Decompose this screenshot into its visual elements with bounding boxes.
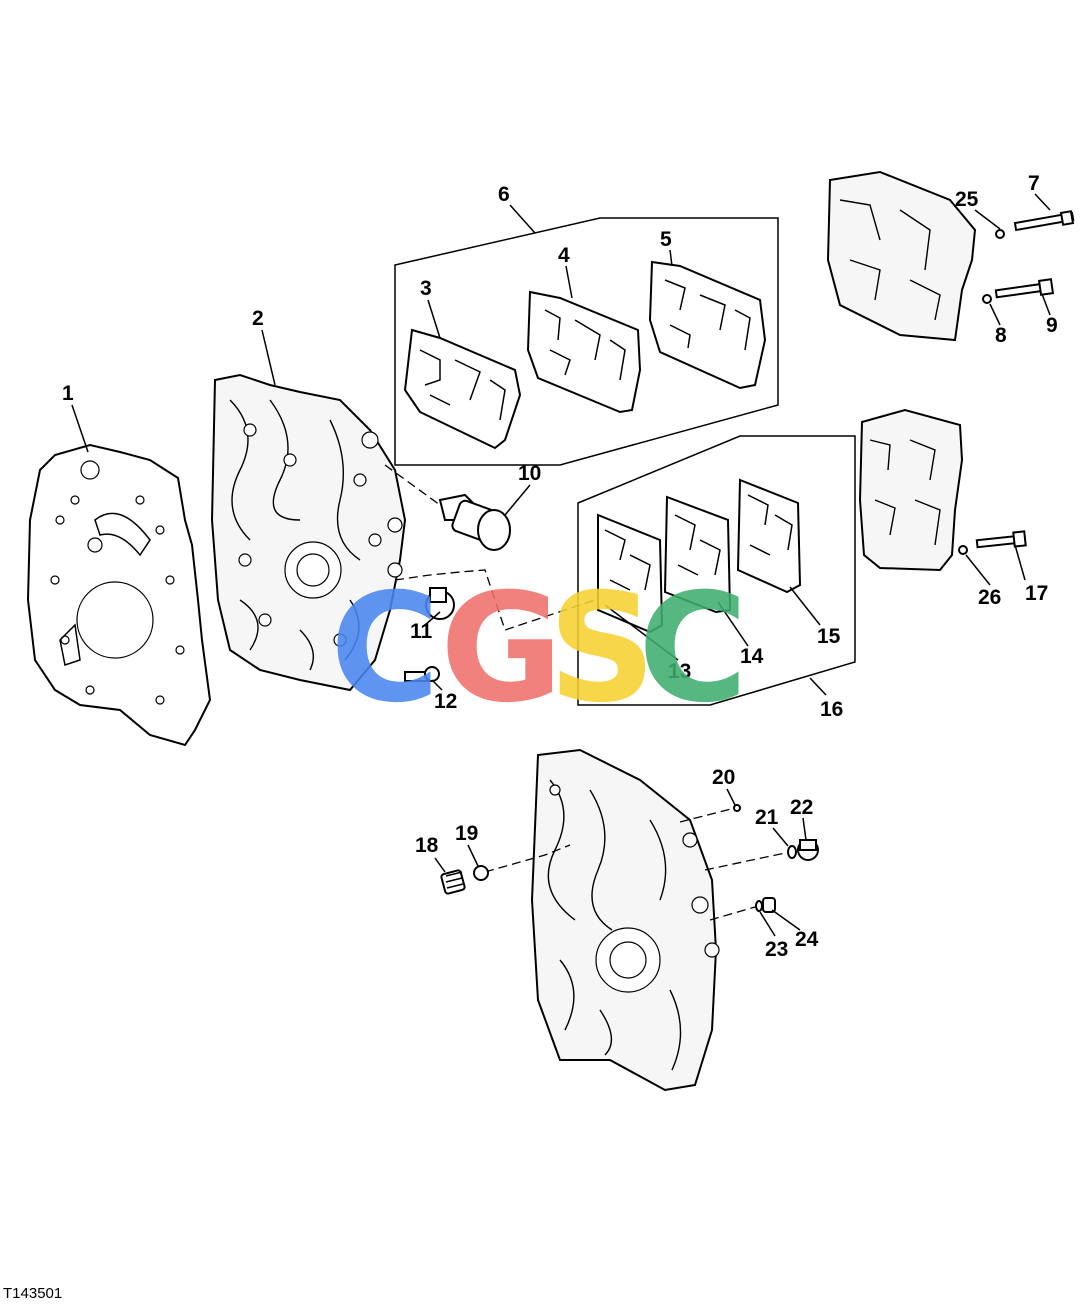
part-19-ball <box>473 844 571 881</box>
callout-14: 14 <box>740 645 764 668</box>
part-14-plate <box>663 495 732 614</box>
watermark: C G S C <box>330 562 748 736</box>
callout-11: 11 <box>410 620 433 643</box>
kit-16-box <box>577 435 856 706</box>
callout-1: 1 <box>62 382 74 405</box>
callout-24: 24 <box>795 928 819 951</box>
leader-lines <box>71 193 1051 937</box>
part-5-plate <box>648 260 767 390</box>
part-3-plate <box>403 328 522 450</box>
callout-9: 9 <box>1046 314 1058 337</box>
callout-2: 2 <box>252 307 264 330</box>
upper-right-valve-body <box>826 170 977 342</box>
callout-13: 13 <box>668 660 691 683</box>
callout-25: 25 <box>955 188 979 211</box>
callout-labels: 1 2 3 4 5 6 7 8 9 10 11 12 13 14 15 16 1… <box>62 172 1058 961</box>
callout-4: 4 <box>558 244 570 267</box>
callout-7: 7 <box>1028 172 1040 195</box>
callout-15: 15 <box>817 625 841 648</box>
callout-26: 26 <box>978 586 1001 609</box>
kit-6-box <box>394 217 779 466</box>
callout-17: 17 <box>1025 582 1048 605</box>
callout-6: 6 <box>498 183 510 206</box>
part-11-plug <box>394 569 596 631</box>
callout-23: 23 <box>765 938 788 961</box>
callout-5: 5 <box>660 228 672 251</box>
part-7-bolt <box>1013 210 1075 232</box>
callout-20: 20 <box>712 766 735 789</box>
part-20-ball <box>679 804 741 823</box>
part-2-valve-body <box>210 373 407 692</box>
callout-19: 19 <box>455 822 478 845</box>
part-23-ring <box>709 900 763 921</box>
part-4-plate <box>526 290 642 414</box>
figure-id: T143501 <box>3 1285 62 1302</box>
callout-3: 3 <box>420 277 432 300</box>
part-24-plug <box>762 897 776 913</box>
callout-10: 10 <box>518 462 541 485</box>
part-13-plate <box>597 513 664 634</box>
watermark-letter-2: G <box>440 562 563 736</box>
callout-16: 16 <box>820 698 843 721</box>
callout-21: 21 <box>755 806 779 829</box>
part-10-solenoid <box>384 464 511 551</box>
watermark-letter-1: C <box>330 562 440 736</box>
callout-8: 8 <box>995 324 1007 347</box>
lower-valve-body <box>530 748 720 1092</box>
part-21-ring <box>704 845 797 871</box>
part-9-bolt <box>994 278 1055 299</box>
callout-18: 18 <box>415 834 439 857</box>
part-1-gasket <box>26 443 212 747</box>
part-25-washer <box>995 229 1005 239</box>
callout-12: 12 <box>434 690 457 713</box>
part-18-spring <box>440 869 466 895</box>
part-26-washer <box>958 545 968 555</box>
watermark-letter-4: C <box>638 562 748 736</box>
part-22-plug <box>797 839 819 861</box>
middle-right-valve-body <box>858 408 964 572</box>
part-8-washer <box>982 294 992 304</box>
watermark-letter-3: S <box>548 562 656 736</box>
callout-22: 22 <box>790 796 813 819</box>
part-17-bolt <box>975 530 1027 549</box>
part-15-plate <box>736 478 802 594</box>
